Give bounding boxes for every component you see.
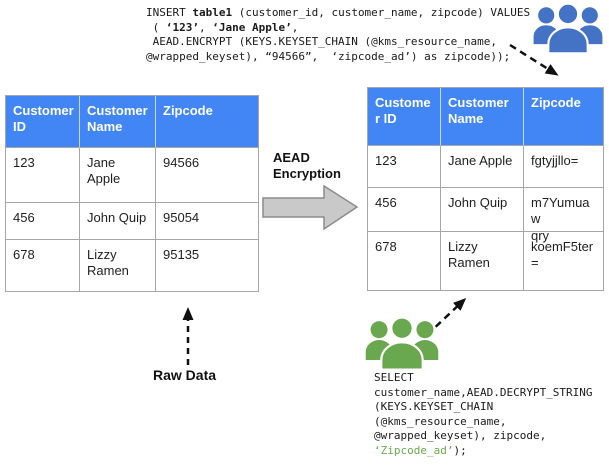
raw-data-label: Raw Data: [153, 367, 217, 383]
users-group-icon: [533, 2, 603, 54]
column-header: Zipcode: [524, 88, 604, 146]
table-cell: fgtyjjllo=: [524, 146, 604, 188]
table-cell: 456: [368, 188, 441, 232]
users-group-icon: [365, 316, 439, 371]
table-cell: Lizzy Ramen: [441, 232, 524, 291]
table-cell: Lizzy Ramen: [80, 240, 156, 292]
table-cell: Jane Apple: [80, 148, 156, 203]
code-line: ‘Zipcode_ad’);: [374, 443, 467, 457]
table-cell: 94566: [156, 148, 259, 203]
table-cell: 95135: [156, 240, 259, 292]
table-cell: 123: [368, 146, 441, 188]
code-line: ( ‘123’, ‘Jane Apple’,: [146, 20, 299, 34]
code-line: INSERT table1 (customer_id, customer_nam…: [146, 6, 531, 19]
code-line: SELECT: [374, 371, 414, 384]
code-line: customer_name,AEAD.DECRYPT_STRING: [374, 385, 593, 399]
column-header: Customer ID: [6, 96, 80, 148]
encryption-block-arrow: [262, 184, 359, 231]
table-cell: 678: [368, 232, 441, 291]
table-cell: John Quip: [441, 188, 524, 232]
table-cell: koemF5ter=: [524, 232, 604, 291]
code-line: (KEYS.KEYSET_CHAIN: [374, 400, 494, 414]
insert-query-code: INSERT table1 (customer_id, customer_nam…: [146, 6, 530, 64]
table-cell: Jane Apple: [441, 146, 524, 188]
code-line: @wrapped_keyset), zipcode,: [374, 429, 547, 443]
column-header: Zipcode: [156, 96, 259, 148]
table-cell: m7Yumuaw qry: [524, 188, 604, 243]
code-line: @wrapped_keyset), “94566”, ‘zipcode_ad’)…: [146, 49, 511, 63]
table-cell: John Quip: [80, 203, 156, 240]
table-cell: 95054: [156, 203, 259, 240]
aead-encryption-label: AEAD Encryption: [273, 150, 341, 181]
table-cell: 678: [6, 240, 80, 292]
column-header: Customer Name: [441, 88, 524, 146]
column-header: Customer Name: [80, 96, 156, 148]
column-header: Customer ID: [368, 88, 441, 146]
table-cell: 123: [6, 148, 80, 203]
table-cell: 456: [6, 203, 80, 240]
code-line: AEAD.ENCRYPT (KEYS.KEYSET_CHAIN (@kms_re…: [146, 35, 497, 49]
code-line: (@kms_resource_name,: [374, 414, 507, 428]
